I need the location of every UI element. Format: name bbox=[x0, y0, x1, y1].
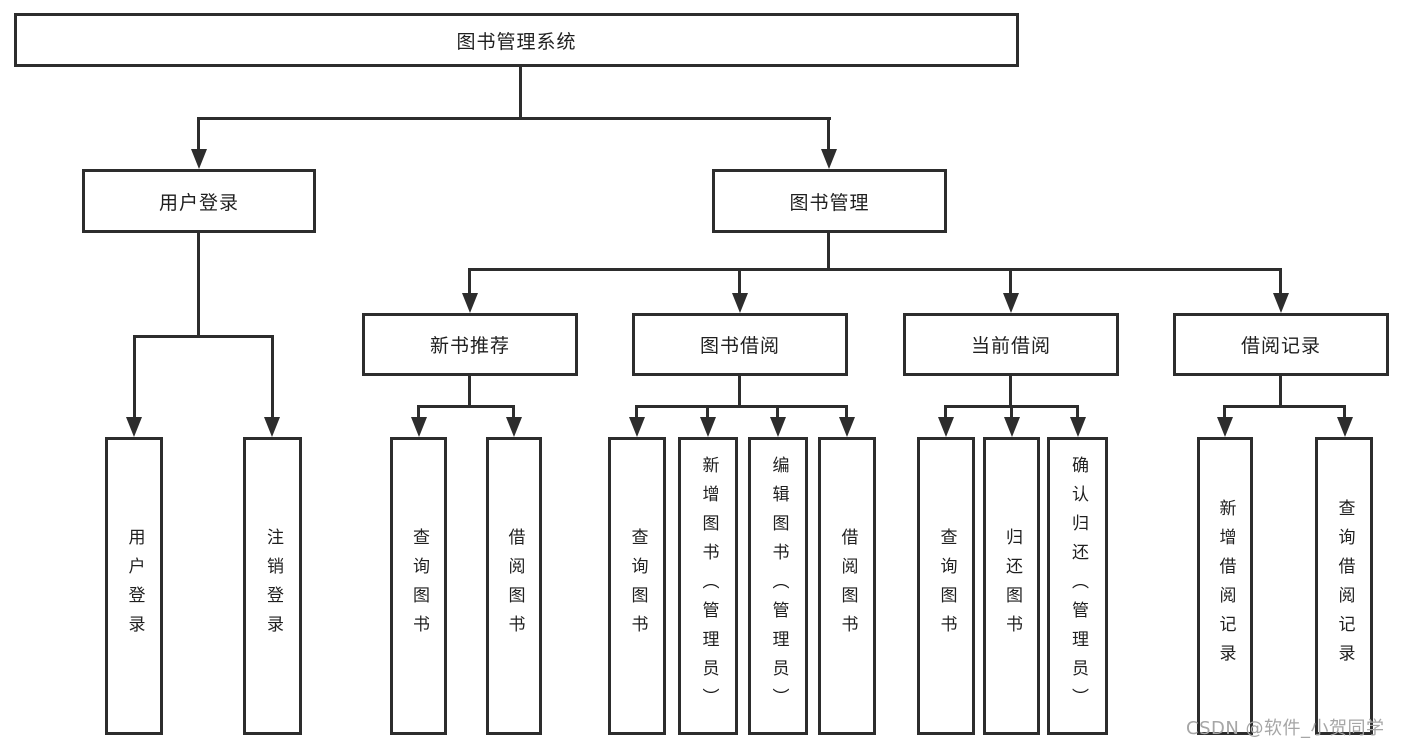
connector-line-v bbox=[827, 233, 830, 270]
leaf-br-query-record-label: 查询借阅记录 bbox=[1334, 499, 1355, 673]
leaf-user-login-label: 用户登录 bbox=[124, 528, 145, 644]
arrowhead-down-icon bbox=[1273, 293, 1289, 313]
connector-line-v bbox=[468, 268, 471, 295]
leaf-bb-borrow-books: 借阅图书 bbox=[818, 437, 876, 735]
node-new-book-recommend-label: 新书推荐 bbox=[429, 335, 510, 357]
connector-line-v bbox=[197, 233, 200, 336]
node-borrow-records: 借阅记录 bbox=[1173, 313, 1389, 376]
node-borrow-records-label: 借阅记录 bbox=[1240, 335, 1321, 357]
leaf-bb-borrow-books-label: 借阅图书 bbox=[837, 528, 858, 644]
arrowhead-down-icon bbox=[821, 149, 837, 169]
arrowhead-down-icon bbox=[411, 417, 427, 437]
arrowhead-down-icon bbox=[1217, 417, 1233, 437]
connector-line-v bbox=[519, 66, 522, 119]
leaf-cb-query-books-label: 查询图书 bbox=[936, 528, 957, 644]
connector-line-v bbox=[1010, 405, 1013, 419]
leaf-cb-confirm-return-admin: 确认归还（管理员） bbox=[1047, 437, 1108, 735]
node-root: 图书管理系统 bbox=[14, 13, 1019, 67]
connector-line-v bbox=[738, 268, 741, 295]
connector-line-v bbox=[776, 405, 779, 419]
leaf-bb-edit-books-admin-label: 编辑图书（管理员） bbox=[768, 455, 789, 717]
connector-line-v bbox=[133, 335, 136, 419]
connector-line-v bbox=[845, 405, 848, 419]
node-root-label: 图书管理系统 bbox=[456, 30, 577, 53]
connector-line-v bbox=[1009, 376, 1012, 406]
connector-line-h bbox=[198, 117, 831, 120]
connector-line-v bbox=[512, 405, 515, 419]
arrowhead-down-icon bbox=[506, 417, 522, 437]
leaf-user-login: 用户登录 bbox=[105, 437, 163, 735]
connector-line-h bbox=[133, 335, 274, 338]
leaf-nb-query-books-label: 查询图书 bbox=[409, 528, 429, 644]
connector-line-v bbox=[706, 405, 709, 419]
connector-line-v bbox=[1279, 268, 1282, 295]
connector-line-v bbox=[468, 376, 471, 406]
leaf-logout-label: 注销登录 bbox=[263, 528, 283, 644]
leaf-cb-return-books-label: 归还图书 bbox=[1002, 528, 1022, 644]
connector-line-v bbox=[1223, 405, 1226, 419]
connector-line-v bbox=[1279, 376, 1282, 406]
leaf-bb-query-books-label: 查询图书 bbox=[627, 528, 648, 644]
leaf-br-add-record-label: 新增借阅记录 bbox=[1215, 499, 1236, 673]
leaf-br-add-record: 新增借阅记录 bbox=[1197, 437, 1253, 735]
arrowhead-down-icon bbox=[839, 417, 855, 437]
connector-line-h bbox=[468, 268, 1282, 271]
connector-line-h bbox=[417, 405, 515, 408]
connector-line-h bbox=[1223, 405, 1346, 408]
node-current-borrow-label: 当前借阅 bbox=[970, 335, 1051, 357]
connector-line-v bbox=[271, 335, 274, 419]
connector-line-v bbox=[1009, 268, 1012, 295]
leaf-br-query-record: 查询借阅记录 bbox=[1315, 437, 1373, 735]
node-current-borrow: 当前借阅 bbox=[903, 313, 1119, 376]
arrowhead-down-icon bbox=[700, 417, 716, 437]
arrowhead-down-icon bbox=[191, 149, 207, 169]
arrowhead-down-icon bbox=[938, 417, 954, 437]
arrowhead-down-icon bbox=[1337, 417, 1353, 437]
leaf-logout: 注销登录 bbox=[243, 437, 302, 735]
node-book-borrow: 图书借阅 bbox=[632, 313, 848, 376]
leaf-bb-query-books: 查询图书 bbox=[608, 437, 666, 735]
connector-line-v bbox=[944, 405, 947, 419]
connector-line-v bbox=[738, 376, 741, 406]
connector-line-v bbox=[635, 405, 638, 419]
leaf-nb-borrow-books: 借阅图书 bbox=[486, 437, 542, 735]
connector-line-v bbox=[1076, 405, 1079, 419]
leaf-bb-add-books-admin-label: 新增图书（管理员） bbox=[698, 455, 719, 717]
node-new-book-recommend: 新书推荐 bbox=[362, 313, 578, 376]
node-book-management-label: 图书管理 bbox=[789, 191, 870, 214]
connector-line-v bbox=[827, 117, 830, 151]
arrowhead-down-icon bbox=[1004, 417, 1020, 437]
arrowhead-down-icon bbox=[770, 417, 786, 437]
leaf-nb-borrow-books-label: 借阅图书 bbox=[504, 528, 525, 644]
csdn-watermark: CSDN @软件_小贺同学 bbox=[1186, 718, 1385, 739]
node-book-borrow-label: 图书借阅 bbox=[699, 335, 780, 357]
node-user-login: 用户登录 bbox=[82, 169, 316, 233]
arrowhead-down-icon bbox=[126, 417, 142, 437]
arrowhead-down-icon bbox=[1070, 417, 1086, 437]
node-user-login-label: 用户登录 bbox=[158, 191, 239, 214]
leaf-bb-edit-books-admin: 编辑图书（管理员） bbox=[748, 437, 808, 735]
leaf-cb-confirm-return-admin-label: 确认归还（管理员） bbox=[1068, 455, 1088, 717]
connector-line-v bbox=[197, 117, 200, 151]
connector-line-h bbox=[635, 405, 848, 408]
node-book-management: 图书管理 bbox=[712, 169, 947, 233]
leaf-cb-query-books: 查询图书 bbox=[917, 437, 975, 735]
arrowhead-down-icon bbox=[264, 417, 280, 437]
connector-line-v bbox=[1343, 405, 1346, 419]
arrowhead-down-icon bbox=[732, 293, 748, 313]
connector-line-v bbox=[417, 405, 420, 419]
leaf-bb-add-books-admin: 新增图书（管理员） bbox=[678, 437, 738, 735]
arrowhead-down-icon bbox=[1003, 293, 1019, 313]
leaf-cb-return-books: 归还图书 bbox=[983, 437, 1040, 735]
arrowhead-down-icon bbox=[629, 417, 645, 437]
arrowhead-down-icon bbox=[462, 293, 478, 313]
leaf-nb-query-books: 查询图书 bbox=[390, 437, 447, 735]
